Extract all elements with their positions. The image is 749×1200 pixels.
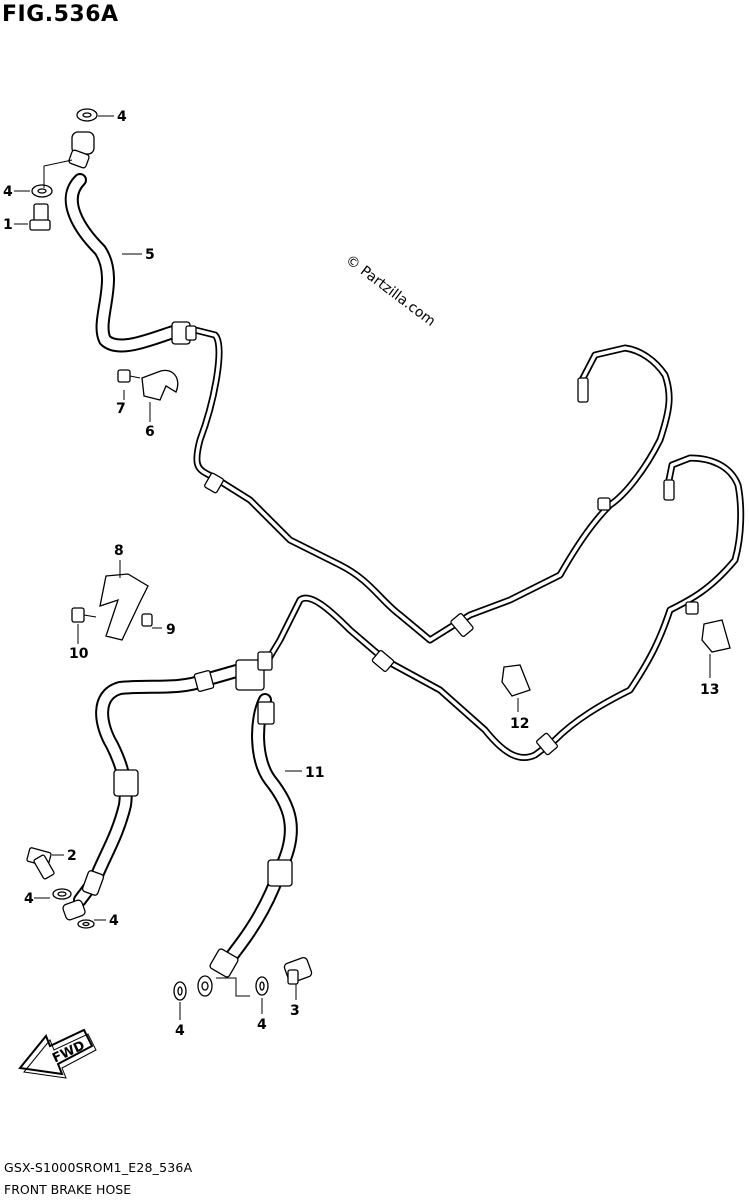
- callout-9: 9: [166, 622, 176, 638]
- figure-title: FIG.536A: [2, 2, 119, 27]
- callout-4-left: 4: [3, 184, 13, 200]
- callout-4-mid-r: 4: [109, 913, 119, 929]
- callout-6: 6: [145, 424, 155, 440]
- callout-11: 11: [305, 765, 324, 781]
- leader-lines: [14, 115, 711, 1020]
- callout-10: 10: [69, 646, 89, 662]
- callout-4-bot-r: 4: [257, 1017, 267, 1033]
- callout-labels: 4 4 1 5 7 6 8 9 10 11 12 13 2 4 4 4 4 3: [3, 109, 719, 1039]
- callout-4-top: 4: [117, 109, 127, 125]
- callout-5: 5: [145, 247, 155, 263]
- upper-brake-hose[interactable]: [64, 173, 187, 353]
- brackets-and-clamps: [71, 369, 731, 697]
- right-caliper-hose-11[interactable]: [218, 693, 298, 972]
- hose-fittings: [62, 131, 699, 978]
- washers: [31, 108, 269, 1001]
- model-code: GSX-S1000SROM1_E28_536A: [4, 1160, 193, 1175]
- union-bolts: [26, 203, 313, 985]
- callout-4-bot-l: 4: [175, 1023, 185, 1039]
- callout-7: 7: [116, 401, 126, 417]
- callout-1: 1: [3, 217, 13, 233]
- callout-4-mid-l: 4: [24, 891, 34, 907]
- main-brake-pipe-a[interactable]: [191, 326, 673, 644]
- left-caliper-hose[interactable]: [73, 663, 247, 907]
- main-brake-pipe-b[interactable]: [264, 454, 745, 762]
- callout-8: 8: [114, 543, 124, 559]
- fwd-arrow-icon: FWD: [18, 1028, 97, 1079]
- callout-3: 3: [290, 1003, 300, 1019]
- callout-2: 2: [67, 848, 77, 864]
- figure-caption: FRONT BRAKE HOSE: [4, 1182, 132, 1197]
- callout-13: 13: [700, 682, 719, 698]
- callout-12: 12: [510, 716, 529, 732]
